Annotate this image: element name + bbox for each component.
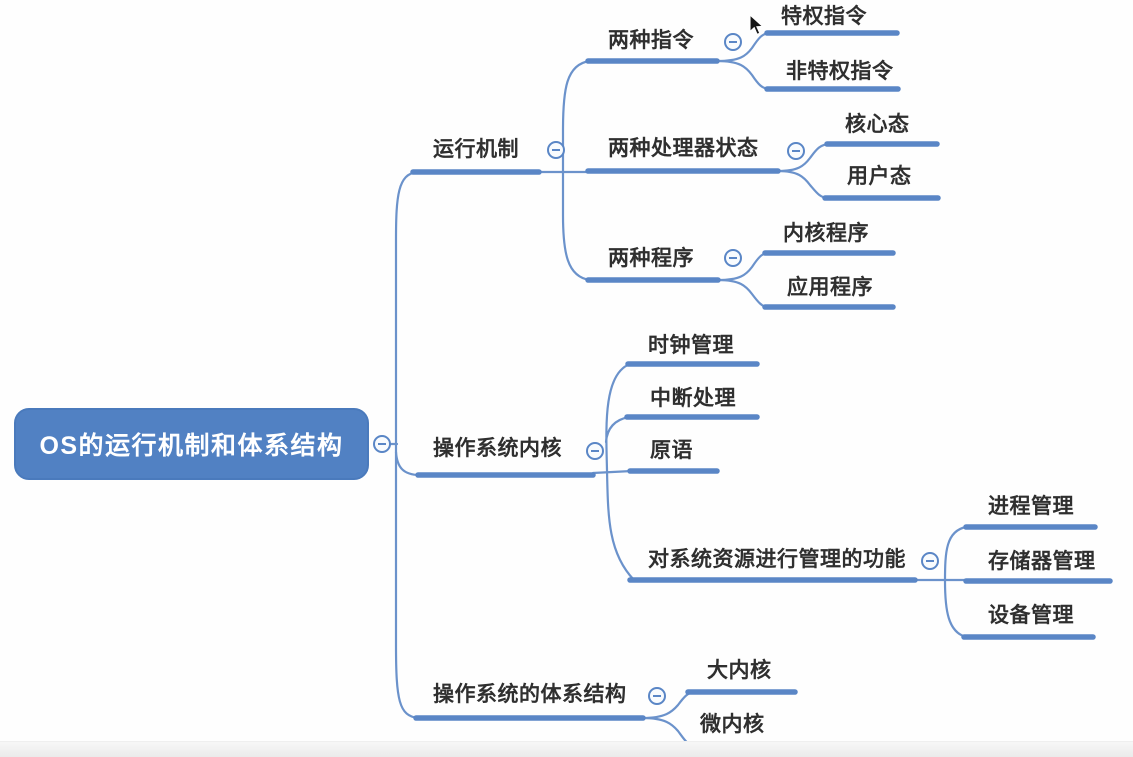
topic-clock-management[interactable]: 时钟管理 — [648, 334, 734, 357]
topic-privileged-instruction[interactable]: 特权指令 — [781, 5, 867, 28]
topic-process-management[interactable]: 进程管理 — [988, 495, 1074, 518]
collapse-root-button[interactable] — [373, 435, 391, 453]
topic-two-instruction-types[interactable]: 两种指令 — [608, 29, 694, 52]
topic-non-privileged-instruction[interactable]: 非特权指令 — [786, 60, 894, 83]
collapse-resource-management-button[interactable] — [921, 552, 939, 570]
mouse-cursor-icon — [749, 14, 764, 36]
topic-kernel-program[interactable]: 内核程序 — [783, 222, 869, 245]
topic-operating-mechanism[interactable]: 运行机制 — [433, 138, 519, 161]
collapse-operating-mechanism-button[interactable] — [547, 141, 565, 159]
collapse-two-program-types-button[interactable] — [724, 249, 742, 267]
collapse-os-kernel-button[interactable] — [586, 442, 604, 460]
topic-two-program-types[interactable]: 两种程序 — [608, 247, 694, 270]
topic-underlines — [410, 30, 1113, 749]
topic-user-mode[interactable]: 用户态 — [847, 165, 912, 188]
topic-microkernel[interactable]: 微内核 — [700, 713, 765, 736]
collapse-two-processor-states-button[interactable] — [787, 142, 805, 160]
topic-two-processor-states[interactable]: 两种处理器状态 — [608, 137, 759, 160]
topic-memory-management[interactable]: 存储器管理 — [988, 550, 1096, 573]
topic-monolithic-kernel[interactable]: 大内核 — [707, 659, 772, 682]
topic-os-architecture[interactable]: 操作系统的体系结构 — [433, 683, 627, 706]
topic-os-kernel[interactable]: 操作系统内核 — [433, 437, 562, 460]
collapse-two-instruction-types-button[interactable] — [724, 33, 742, 51]
bottom-bar — [0, 741, 1133, 757]
topic-device-management[interactable]: 设备管理 — [988, 604, 1074, 627]
topic-primitives[interactable]: 原语 — [650, 439, 693, 462]
topic-kernel-mode[interactable]: 核心态 — [845, 113, 910, 136]
collapse-os-architecture-button[interactable] — [648, 687, 666, 705]
root-topic[interactable]: OS的运行机制和体系结构 — [14, 408, 369, 480]
topic-application-program[interactable]: 应用程序 — [787, 276, 873, 299]
topic-interrupt-handling[interactable]: 中断处理 — [650, 387, 736, 410]
topic-resource-management-functions[interactable]: 对系统资源进行管理的功能 — [648, 548, 906, 571]
